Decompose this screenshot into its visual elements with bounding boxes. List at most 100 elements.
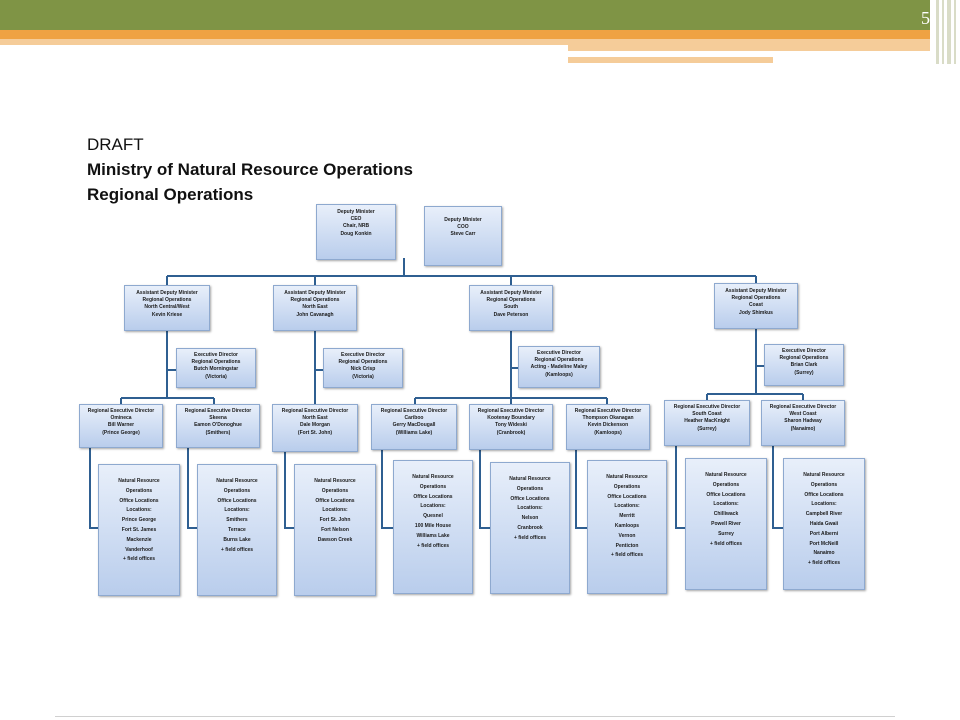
box-text-line: Executive Director: [537, 350, 581, 356]
box-text-line: Acting - Madeline Maley: [530, 364, 588, 371]
box-text-line: John Cavanagh: [296, 311, 334, 318]
box-text-line: Smithers: [226, 517, 248, 524]
box-text-line: (Kamloops): [545, 371, 573, 378]
box-text-line: Regional Operations: [338, 359, 388, 366]
box-text-line: Office Locations: [315, 497, 355, 504]
box-text-line: Gerry MacDougall: [392, 422, 436, 429]
header-stripe: [954, 0, 956, 64]
box-text-line: Operations: [419, 483, 447, 490]
box-text-line: (Victoria): [352, 373, 374, 380]
chart-title: DRAFT Ministry of Natural Resource Opera…: [87, 132, 413, 207]
box-text-line: + field offices: [610, 552, 644, 559]
box-text-line: Merritt: [619, 513, 635, 520]
box-text-line: South: [503, 304, 519, 311]
box-text-line: Office Locations: [510, 495, 550, 502]
footer-divider: [55, 716, 895, 717]
box-text-line: Campbell River: [805, 511, 843, 518]
box-text-line: Mackenzie: [126, 536, 152, 543]
box-text-line: Locations:: [517, 505, 543, 512]
header-stripe: [947, 0, 951, 64]
box-text-line: West Coast: [789, 411, 817, 418]
box-text-line: Coast: [749, 302, 763, 309]
box-text-line: + field offices: [220, 546, 254, 553]
box-text-line: (Nanaimo): [790, 425, 816, 432]
box-text-line: Deputy Minister: [337, 209, 375, 215]
box-text-line: Nanaimo: [813, 550, 835, 557]
box-text-line: Regional Executive Director: [769, 404, 837, 410]
box-text-line: Fort Nelson: [321, 526, 349, 533]
box-text-line: Powell River: [711, 520, 741, 527]
box-text-line: Regional Operations: [486, 297, 536, 304]
box-text-line: Dave Peterson: [493, 311, 529, 318]
box-text-line: Fort St. John: [319, 517, 351, 524]
box-text-line: Natural Resource: [412, 474, 454, 480]
header-band-peach: [0, 39, 930, 45]
box-text-line: (Kamloops): [594, 429, 622, 436]
box-text-line: Steve Carr: [450, 231, 476, 238]
box-text-line: Regional Operations: [290, 297, 340, 304]
box-text-line: Regional Executive Director: [380, 408, 448, 414]
box-text-line: Regional Executive Director: [281, 408, 349, 414]
box-text-line: Chilliwack: [713, 511, 739, 518]
box-text-line: Assistant Deputy Minister: [284, 290, 346, 296]
box-text-line: Office Locations: [706, 491, 746, 498]
box-text-line: Office Locations: [607, 493, 647, 500]
box-text-line: Regional Operations: [534, 357, 584, 364]
box-text-line: + field offices: [122, 556, 156, 563]
box-text-line: Regional Operations: [142, 297, 192, 304]
box-text-line: (Smithers): [205, 429, 231, 436]
box-text-line: Port Alberni: [809, 530, 839, 537]
box-text-line: Cranbrook: [517, 524, 543, 531]
draft-label: DRAFT: [87, 135, 144, 154]
box-text-line: Locations:: [126, 507, 152, 514]
box-text-line: Regional Operations: [779, 355, 829, 362]
box-text-line: Office Locations: [119, 497, 159, 504]
box-text-line: Omineca: [110, 415, 132, 422]
box-text-line: (Williams Lake): [395, 429, 433, 436]
header-band-peach-short: [568, 57, 773, 63]
box-text-line: North East: [302, 415, 328, 422]
page-number: 5: [921, 8, 930, 28]
box-text-line: Port McNeill: [809, 540, 839, 547]
box-text-line: 100 Mile House: [414, 522, 452, 529]
box-text-line: Surrey: [718, 530, 734, 537]
box-text-line: Tony Wideski: [495, 422, 527, 429]
box-text-line: (Fort St. John): [297, 429, 333, 436]
box-text-line: Quesnel: [423, 513, 443, 520]
box-text-line: Nick Crisp: [350, 366, 376, 373]
box-text-line: Natural Resource: [606, 474, 648, 480]
box-text-line: Locations:: [614, 503, 640, 510]
header-band-orange: [0, 30, 930, 39]
box-text-line: Natural Resource: [314, 478, 356, 484]
box-text-line: Natural Resource: [216, 478, 258, 484]
header-band-green: [0, 0, 930, 30]
box-text-line: + field offices: [416, 542, 450, 549]
box-text-line: (Surrey): [697, 425, 717, 432]
box-text-line: Chair, NRB: [342, 223, 370, 230]
box-text-line: Regional Executive Director: [477, 408, 545, 414]
box-text-line: Office Locations: [413, 493, 453, 500]
box-text-line: Regional Operations: [191, 359, 241, 366]
header-band-gap: [568, 51, 888, 54]
box-text-line: Doug Konkin: [340, 230, 372, 237]
box-text-line: Fort St. James: [121, 526, 157, 533]
box-text-line: Natural Resource: [803, 472, 845, 478]
box-text-line: Office Locations: [804, 491, 844, 498]
box-text-line: Nelson: [521, 515, 539, 522]
box-text-line: Prince George: [121, 517, 157, 524]
box-text-line: COO: [457, 224, 469, 231]
box-text-line: Penticton: [615, 542, 639, 549]
box-text-line: Sharon Hadway: [784, 418, 822, 425]
